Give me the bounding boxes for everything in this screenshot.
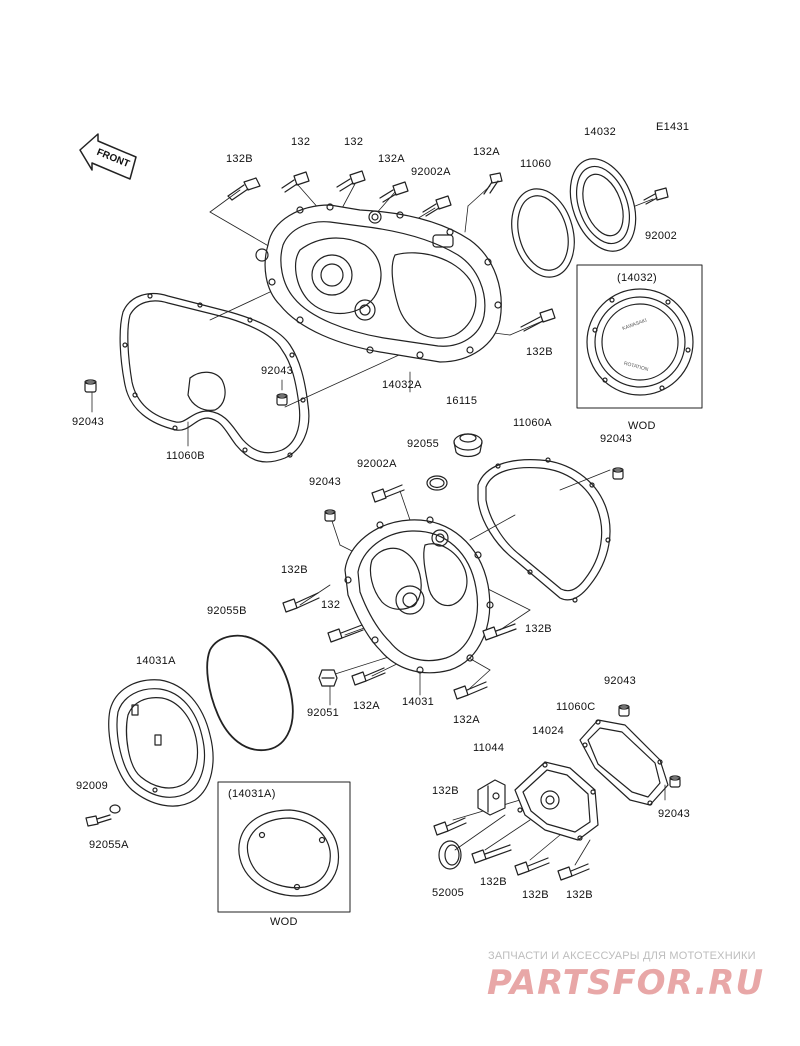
part-label: 52005 [432,887,465,899]
part-label: 132B [281,564,308,576]
bolt-132B-bottom-b [471,844,512,864]
plug-92051 [318,669,338,687]
inset-14032-wod: KAWASAKI ROTATION [576,264,703,409]
part-label: 92043 [600,433,633,445]
part-label: 132A [453,714,480,726]
oil-filler-cap-16115 [453,433,483,458]
bolt-132B-lower-right [482,623,517,641]
part-label: 92043 [309,476,342,488]
bolt-132B-lower-left [282,592,320,613]
dowel-pin-92043-d [324,509,336,522]
gasket-92055B [206,634,294,751]
bolt-132-lower [327,624,364,643]
bolt-132B-upper-left [227,177,261,201]
part-label: 92055B [207,605,247,617]
watermark-logo: PARTSFOR.RU [487,963,765,1003]
bolt-132-upper-a [281,171,310,193]
inset-note: WOD [628,420,656,432]
part-label: 132A [353,700,380,712]
crankcase-cover-14031 [344,516,494,674]
part-label: 92043 [72,416,105,428]
clutch-cover-14032A [255,203,502,363]
part-label: 11060 [520,158,552,170]
part-label: 132 [291,136,311,148]
o-ring-92055 [426,475,448,491]
part-label: 132B [525,623,552,635]
part-label: 132A [473,146,500,158]
part-label: 92009 [76,780,109,792]
gasket-11060 [511,188,575,278]
part-label: 92055A [89,839,129,851]
part-label: 14031 [402,696,435,708]
part-label: 92002A [357,458,397,470]
diagram-id: E1431 [656,121,690,133]
part-label: 92002A [411,166,451,178]
part-label: 92055 [407,438,440,450]
dowel-pin-92043-c [612,467,624,480]
part-label: 132 [344,136,364,148]
part-label: 14032A [382,379,422,391]
cover-14024 [514,761,599,841]
part-label: 16115 [446,395,478,407]
dowel-pin-92043-b [276,393,288,406]
bolt-132A-lower-right [453,681,488,700]
part-label: 11044 [473,742,505,754]
bolt-92002A-lower [371,484,405,503]
part-label-inset: (14031A) [228,788,276,800]
part-label: 92043 [658,808,691,820]
part-label: 14024 [532,725,565,737]
bolt-132B-upper-right [520,308,556,332]
part-label: 132B [432,785,459,797]
dowel-pin-92043-a [84,379,97,393]
part-label: 92043 [604,675,637,687]
part-label: 11060C [556,701,596,713]
part-label: 11060B [166,450,205,462]
sensor-11044 [477,779,506,816]
bolt-132A-upper-right [483,172,503,195]
part-label: 14031A [136,655,176,667]
part-label: 132B [522,889,549,901]
part-label: 92051 [307,707,340,719]
gasket-11060A [477,457,611,603]
part-label: 132B [566,889,593,901]
bolt-92002 [643,187,669,205]
part-label: 11060A [513,417,552,429]
part-label: 92043 [261,365,294,377]
dowel-pin-92043-e [618,704,630,717]
bolt-132A-lower-left [351,667,386,686]
part-label-inset: (14032) [617,272,658,284]
washer-92055A [109,804,121,814]
part-label: 132A [378,153,405,165]
inset-14031A-wod [217,781,351,913]
bolt-92009 [85,814,112,827]
cover-14031A [108,679,214,807]
gasket-11060B [119,292,310,463]
front-arrow: FRONT [79,133,137,180]
part-label: 132B [226,153,253,165]
bolt-132B-bottom-c [514,857,550,876]
bolt-92002A-upper [422,195,452,217]
part-label: 92002 [645,230,678,242]
oil-seal-52005 [438,840,462,870]
bolt-132A-upper [379,181,409,203]
bolt-132B-bottom-d [557,863,590,881]
inset-note: WOD [270,916,298,928]
watermark-caption: ЗАПЧАСТИ И АКСЕССУАРЫ ДЛЯ МОТОТЕХНИКИ [488,950,756,962]
part-label: 132B [480,876,507,888]
gasket-11060C [579,719,669,806]
cover-14032 [569,158,637,252]
bolt-132-upper-b [336,170,366,192]
part-label: 132B [526,346,553,358]
dowel-pin-92043-f [669,775,681,788]
part-label: 132 [321,599,341,611]
bolt-132B-bottom-a [433,817,467,836]
part-label: 14032 [584,126,617,138]
